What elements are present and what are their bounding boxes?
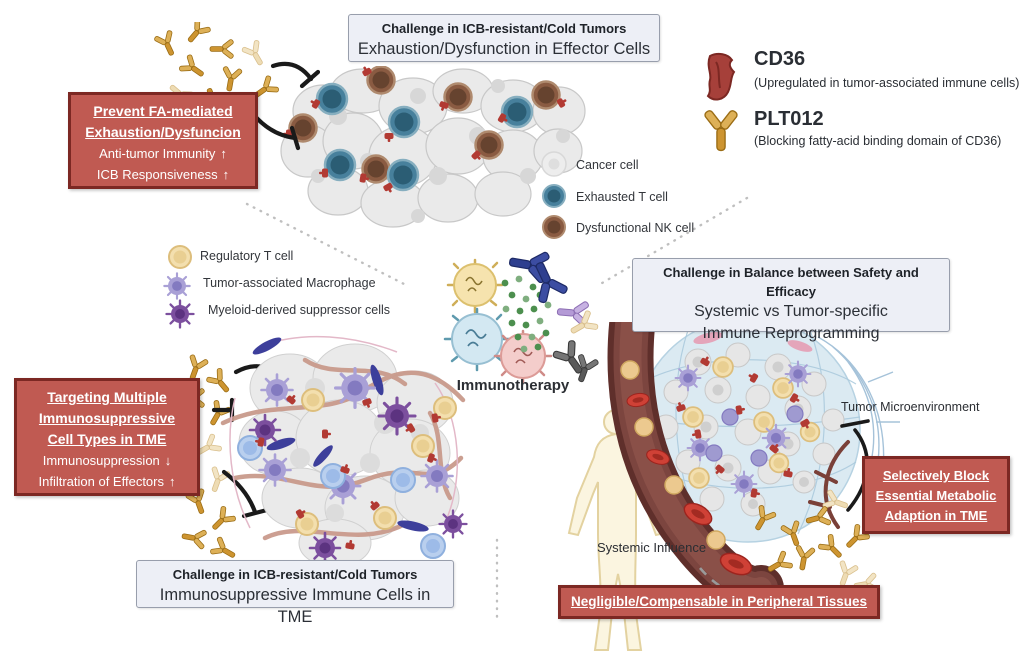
- up-arrow-icon: ↑: [169, 474, 176, 489]
- plt012-legend-desc: (Blocking fatty-acid binding domain of C…: [754, 134, 1002, 148]
- immunotherapy-label: Immunotherapy: [456, 377, 570, 394]
- targeting-line1: Immunosuppression↓: [42, 453, 172, 468]
- systemic-influence-label: Systemic Influence: [597, 540, 707, 555]
- legend-mdsc: Myeloid-derived suppressor cells: [208, 303, 391, 317]
- cd36-legend-desc: (Upregulated in tumor-associated immune …: [754, 76, 1020, 90]
- dysfunctional-nk-cell-icon: [542, 215, 566, 239]
- selectively-heading-line1: Selectively Block: [882, 468, 990, 483]
- legend-cancer-cell: Cancer cell: [576, 158, 639, 172]
- drug-molecules: [501, 275, 552, 353]
- exhausted-t-cell-icon: [542, 184, 566, 208]
- tumor-sphere: [635, 322, 900, 543]
- immunotherapy-illustration: [443, 244, 600, 386]
- inhibition-arrows-top: [250, 61, 320, 151]
- viral-vector-yellow: [446, 258, 504, 314]
- targeting-heading-line2: Immunosuppressive: [38, 410, 176, 426]
- legend-tam: Tumor-associated Macrophage: [203, 276, 376, 290]
- up-arrow-icon: ↑: [220, 146, 227, 161]
- top-cell-legend-icons: [541, 151, 567, 239]
- negligible-red-box: Negligible/Compensable in Peripheral Tis…: [558, 585, 880, 619]
- tumor-microenvironment-label: Tumor Microenvironment: [841, 400, 980, 414]
- viral-vector-blue: [443, 307, 511, 372]
- selectively-heading-line2: Essential Metabolic: [875, 488, 997, 503]
- stromal-spindles: [252, 337, 429, 532]
- bottom-left-challenge-title: Challenge in ICB-resistant/Cold Tumors: [172, 567, 418, 582]
- targeting-heading-line3: Cell Types in TME: [47, 431, 167, 447]
- down-arrow-icon: ↓: [164, 453, 172, 468]
- prevent-fa-line1: Anti-tumor Immunity↑: [99, 146, 227, 161]
- targeting-multiple-red-box: Targeting Multiple Immunosuppressive Cel…: [14, 378, 200, 496]
- regulatory-t-cell-icon: [168, 245, 192, 269]
- right-challenge-subtitle1: Systemic vs Tumor-specific: [694, 303, 888, 320]
- targeting-line2: Infiltration of Effectors↑: [38, 474, 176, 489]
- cold-tumor-cell-cluster: [280, 66, 586, 228]
- legend-exhausted-t-cell: Exhausted T cell: [576, 190, 668, 204]
- immunosuppressive-tme-cluster: [220, 335, 468, 568]
- cancer-cell-icon: [541, 151, 567, 177]
- negligible-heading: Negligible/Compensable in Peripheral Tis…: [570, 594, 868, 609]
- selectively-block-red-box: Selectively Block Essential Metabolic Ad…: [862, 456, 1010, 534]
- legend-dysfunctional-nk-cell: Dysfunctional NK cell: [576, 221, 695, 235]
- top-challenge-title: Challenge in ICB-resistant/Cold Tumors: [381, 21, 627, 36]
- prevent-fa-red-box: Prevent FA-mediated Exhaustion/Dysfuncio…: [68, 92, 258, 189]
- top-challenge-subtitle: Exhaustion/Dysfunction in Effector Cells: [357, 40, 651, 58]
- plt012-legend-name: PLT012: [754, 108, 824, 130]
- left-cell-legend-icons: [163, 245, 195, 329]
- up-arrow-icon: ↑: [222, 167, 230, 182]
- right-challenge-subtitle2: Immune Reprogramming: [702, 325, 880, 342]
- targeting-heading-line1: Targeting Multiple: [47, 389, 167, 405]
- cd36-legend-name: CD36: [754, 48, 806, 70]
- bottom-left-challenge-subtitle: Immunosuppressive Immune Cells in TME: [159, 586, 431, 626]
- plt012-antibody-icon: [704, 110, 738, 152]
- cd36-receptor-icon: [706, 52, 736, 101]
- blood-vessel: [607, 322, 784, 612]
- prevent-fa-heading-line2: Exhaustion/Dysfuncion: [85, 124, 241, 140]
- legend-regulatory-t-cell: Regulatory T cell: [200, 249, 294, 263]
- top-challenge-box: Challenge in ICB-resistant/Cold Tumors E…: [348, 14, 660, 62]
- prevent-fa-line2: ICB Responsiveness↑: [96, 167, 230, 182]
- selectively-heading-line3: Adaption in TME: [884, 508, 988, 523]
- systemic-vs-tumor-illustration: [567, 322, 900, 651]
- right-challenge-box: Challenge in Balance between Safety and …: [632, 258, 950, 342]
- bottom-left-challenge-box: Challenge in ICB-resistant/Cold Tumors I…: [136, 560, 454, 626]
- macrophage-icon: [163, 272, 191, 300]
- circulating-cells: [620, 360, 756, 580]
- mdsc-icon: [165, 299, 195, 329]
- prevent-fa-heading-line1: Prevent FA-mediated: [93, 103, 233, 119]
- right-challenge-title: Challenge in Balance between Safety and …: [663, 265, 919, 299]
